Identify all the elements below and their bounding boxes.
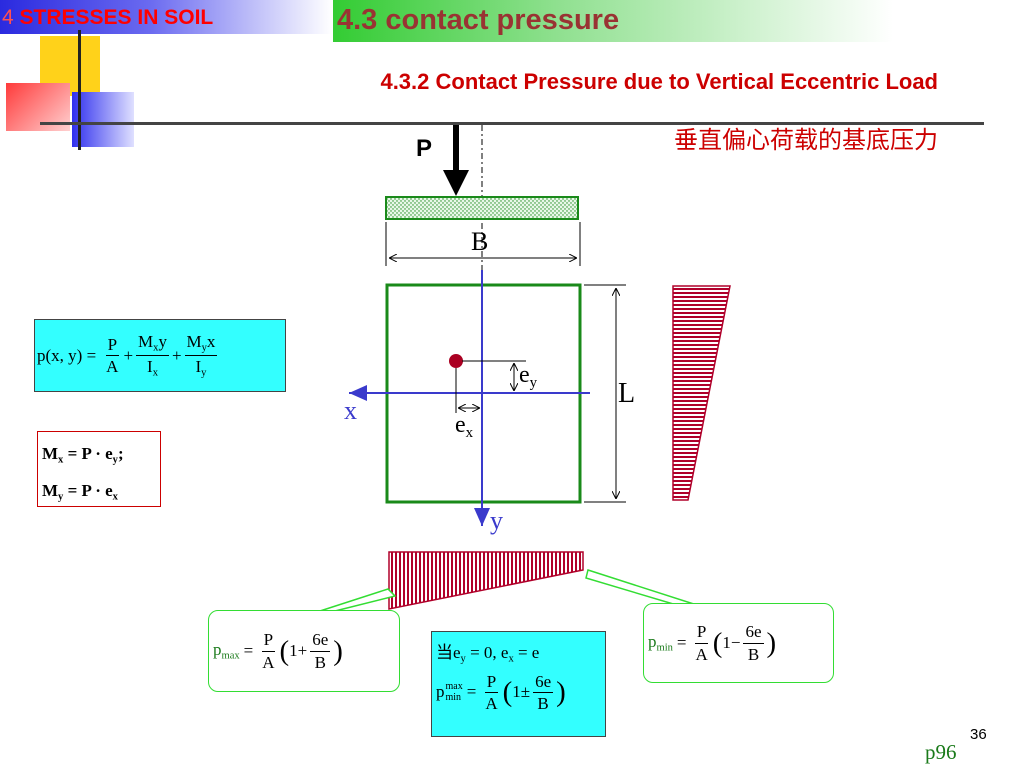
formula-ecc-condition: 当ey = 0, ex = e xyxy=(436,643,540,665)
deco-horizontal-line xyxy=(40,122,984,125)
x-axis-label: x xyxy=(344,396,357,425)
chapter-title: 4 STRESSES IN SOIL xyxy=(2,6,213,30)
eccentric-load-point xyxy=(449,354,463,368)
length-label: L xyxy=(618,378,636,409)
formula-mx: Mx = P · ey; xyxy=(42,444,124,466)
load-arrow xyxy=(443,125,469,196)
ey-label: ey xyxy=(519,362,538,392)
chapter-title-text: STRESSES IN SOIL xyxy=(19,6,214,29)
page-reference: p96 xyxy=(925,740,957,764)
load-label: P xyxy=(416,135,433,162)
deco-vertical-line xyxy=(78,30,81,150)
formula-moments: Mx = P · ey; My = P · ex xyxy=(37,431,161,507)
callout-left-connector xyxy=(319,588,397,612)
ex-label: ex xyxy=(455,412,474,442)
callout-right-connector xyxy=(585,569,701,607)
section-title: 4.3 contact pressure xyxy=(337,4,620,36)
width-label: B xyxy=(471,227,489,256)
footing-section xyxy=(385,196,579,220)
formula-my: My = P · ex xyxy=(42,480,118,503)
chapter-banner xyxy=(0,0,332,34)
pressure-diagram-right xyxy=(672,285,731,501)
slide-number: 36 xyxy=(970,726,987,743)
chapter-number: 4 xyxy=(2,6,14,29)
length-dimension xyxy=(584,284,626,503)
subtitle-chinese: 垂直偏心荷载的基底压力 xyxy=(674,126,938,154)
width-dimension xyxy=(385,222,581,266)
y-axis-label: y xyxy=(490,506,503,535)
section-banner xyxy=(333,0,893,42)
pressure-diagram-bottom xyxy=(388,551,584,610)
subtitle: 4.3.2 Contact Pressure due to Vertical E… xyxy=(380,69,938,94)
deco-blue-square xyxy=(72,92,134,147)
